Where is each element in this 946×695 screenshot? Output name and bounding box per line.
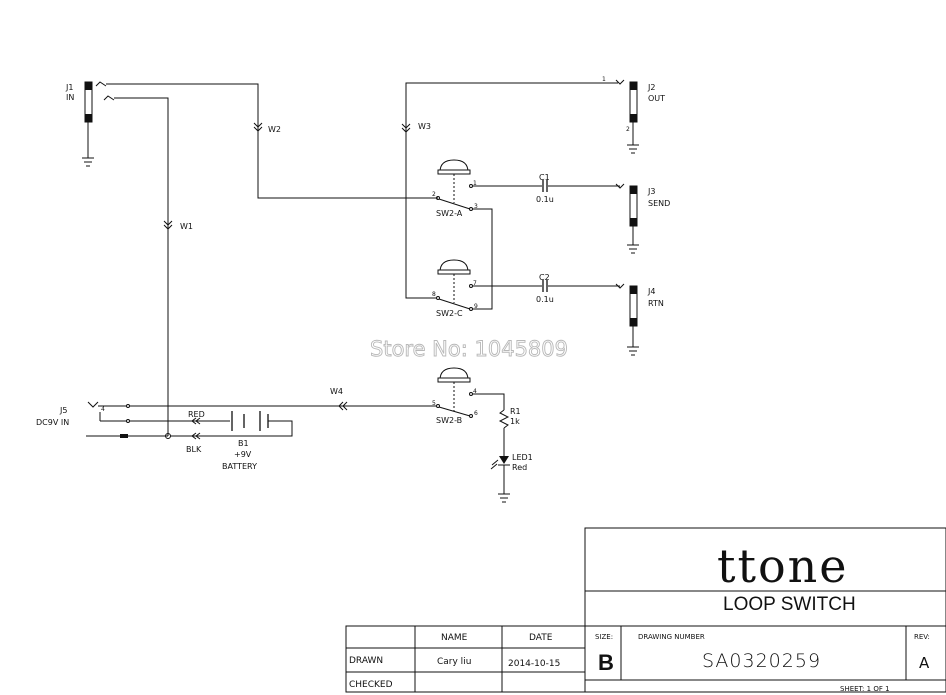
j5-ref: J5 <box>59 406 67 415</box>
j1-name: IN <box>66 93 74 102</box>
sw2c-pin-top: 7 <box>473 280 477 287</box>
drawn-date: 2014-10-15 <box>508 659 560 669</box>
j2-ref: J2 <box>647 83 655 92</box>
sw2a-pin-top: 1 <box>473 180 477 187</box>
ground-icon <box>498 493 510 503</box>
r1-value: 1k <box>510 417 520 426</box>
j4-name: RTN <box>648 299 664 308</box>
ground-icon <box>627 244 639 254</box>
c1-value: 0.1u <box>536 195 554 204</box>
r1-ref: R1 <box>510 407 521 416</box>
switch-sw2-b: 5 4 6 SW2-B <box>432 367 478 425</box>
sw2a-ref: SW2-A <box>436 209 463 218</box>
battery-ref: B1 <box>238 439 249 448</box>
jack-j4: J4 RTN <box>629 285 664 347</box>
c2-ref: C2 <box>539 273 550 282</box>
sw2a-pin-right: 3 <box>474 203 478 210</box>
battery-red-label: RED <box>188 410 205 419</box>
led1-color: Red <box>512 463 527 472</box>
switch-sw2-a: 2 1 3 SW2-A <box>432 159 478 218</box>
col-date-header: DATE <box>529 633 553 643</box>
j2-pin2: 2 <box>626 126 630 133</box>
title-block: ttone LOOP SWITCH SIZE: B DRAWING NUMBER… <box>345 527 946 693</box>
w1-label: W1 <box>180 222 193 231</box>
rev-value: A <box>919 654 930 672</box>
w3-label: W3 <box>418 122 431 131</box>
sw2b-pin-left: 5 <box>432 400 436 407</box>
drawn-name: Cary liu <box>437 657 471 667</box>
drawing-number-label: DRAWING NUMBER <box>638 633 705 641</box>
sw2a-pin-left: 2 <box>432 191 436 198</box>
led1-ref: LED1 <box>512 453 533 462</box>
jack-j5: J5 DC9V IN 4 <box>36 401 140 438</box>
j5-pin: 4 <box>101 406 105 413</box>
row-checked: CHECKED <box>349 680 393 690</box>
wire-w2: W2 <box>106 83 438 199</box>
company-logo: ttone <box>717 539 849 593</box>
switch-sw2-c: 8 7 9 SW2-C <box>432 259 478 318</box>
size-value: B <box>598 650 614 675</box>
battery-name: BATTERY <box>222 462 257 471</box>
j3-name: SEND <box>648 199 670 208</box>
rev-label: REV: <box>914 633 930 641</box>
j3-ref: J3 <box>647 187 655 196</box>
j1-ref: J1 <box>65 83 73 92</box>
col-name-header: NAME <box>441 633 468 643</box>
drawing-title: LOOP SWITCH <box>723 594 856 615</box>
sheet-text: SHEET: 1 OF 1 <box>840 685 890 693</box>
wire-w4: W4 <box>140 387 436 411</box>
sw2c-pin-right: 9 <box>474 303 478 310</box>
sw2b-pin-top: 4 <box>473 388 477 395</box>
battery-voltage: +9V <box>234 450 252 459</box>
sw2c-ref: SW2-C <box>436 309 463 318</box>
drawing-number: SA0320259 <box>702 650 821 672</box>
capacitor-c2: C2 0.1u <box>536 273 554 304</box>
c2-value: 0.1u <box>536 295 554 304</box>
w4-label: W4 <box>330 387 343 396</box>
jack-j3: J3 SEND <box>629 185 670 245</box>
watermark-text: Store No: 1045809 <box>370 337 568 361</box>
led-icon: LED1 Red <box>490 453 533 472</box>
battery-b1: RED BLK B1 +9V BATTERY <box>130 410 293 471</box>
capacitor-c1: C1 0.1u <box>536 173 554 204</box>
w2-label: W2 <box>268 125 281 134</box>
ground-icon <box>627 346 639 356</box>
ground-icon <box>627 144 639 154</box>
j4-ref: J4 <box>647 287 655 296</box>
sw2b-pin-right: 6 <box>474 410 478 417</box>
sw2b-ref: SW2-B <box>436 416 462 425</box>
j2-name: OUT <box>648 94 665 103</box>
wire-w3: W3 <box>401 82 618 299</box>
sw2c-pin-left: 8 <box>432 291 436 298</box>
j5-name: DC9V IN <box>36 418 69 427</box>
row-drawn: DRAWN <box>349 656 383 666</box>
j2-pin1: 1 <box>602 76 606 83</box>
resistor-r1: R1 1k <box>498 407 521 429</box>
jack-j2: 1 J2 OUT 2 <box>602 76 665 145</box>
wire-w1: W1 <box>114 97 193 436</box>
size-label: SIZE: <box>595 633 613 641</box>
jack-j1: J1 IN <box>65 81 115 158</box>
ground-icon <box>82 157 94 167</box>
c1-ref: C1 <box>539 173 550 182</box>
battery-blk-label: BLK <box>186 445 202 454</box>
